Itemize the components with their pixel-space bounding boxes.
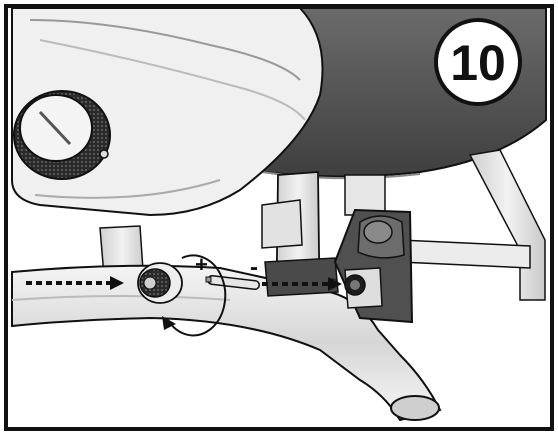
battery [205, 275, 260, 290]
mounting-bracket [264, 208, 414, 324]
igniter-button [137, 262, 183, 304]
plus-label: + [195, 252, 208, 277]
control-knob [13, 90, 111, 180]
step-badge: 10 [434, 18, 522, 106]
step-number: 10 [450, 35, 506, 91]
dotted-arrow-icon [26, 276, 342, 291]
figure-border [4, 4, 554, 431]
minus-label: - [250, 254, 258, 281]
clockwise-arrow-icon [162, 254, 227, 337]
base-tube [11, 264, 442, 422]
